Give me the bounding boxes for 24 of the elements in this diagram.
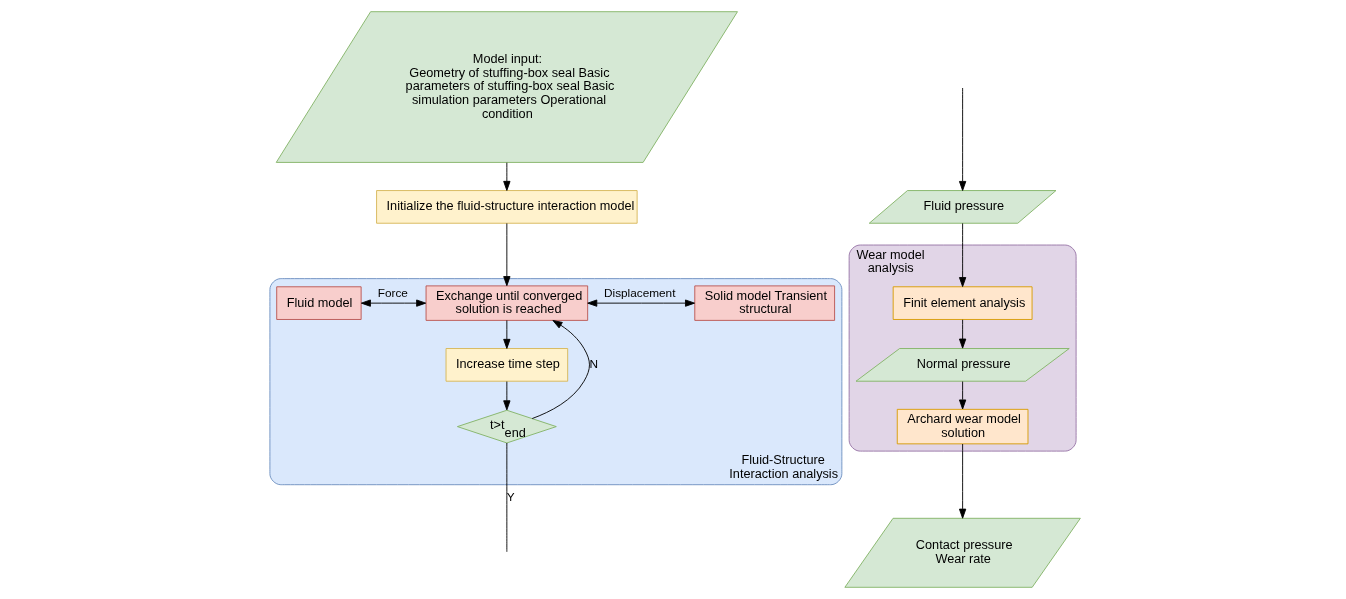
edge-label: Force	[377, 286, 408, 301]
arrow	[503, 222, 511, 287]
edge-label: Y	[506, 490, 515, 505]
node-box: Solid model Transient structural	[694, 285, 836, 321]
arrow	[360, 299, 427, 307]
node-box: Initialize the fluid-structure interaction model	[376, 190, 638, 224]
arrow	[503, 162, 511, 191]
edge-label: N	[589, 356, 598, 371]
edge-label: Displacement	[604, 286, 676, 301]
node-box: Exchange until converged solution is reached	[425, 285, 589, 321]
node-box: Fluid model	[276, 286, 362, 320]
node-box: Increase time step	[445, 348, 569, 382]
arrow	[531, 320, 590, 419]
arrow	[959, 87, 967, 191]
arrow	[959, 319, 967, 349]
arrow	[503, 381, 511, 411]
arrow	[959, 222, 967, 288]
arrow	[959, 443, 967, 519]
arrow	[959, 381, 967, 410]
node-box: Archard wear model solution	[896, 408, 1029, 445]
arrow	[503, 319, 511, 349]
node-box: Finit element analysis	[892, 286, 1033, 320]
arrow	[587, 299, 695, 307]
connector	[506, 442, 508, 553]
